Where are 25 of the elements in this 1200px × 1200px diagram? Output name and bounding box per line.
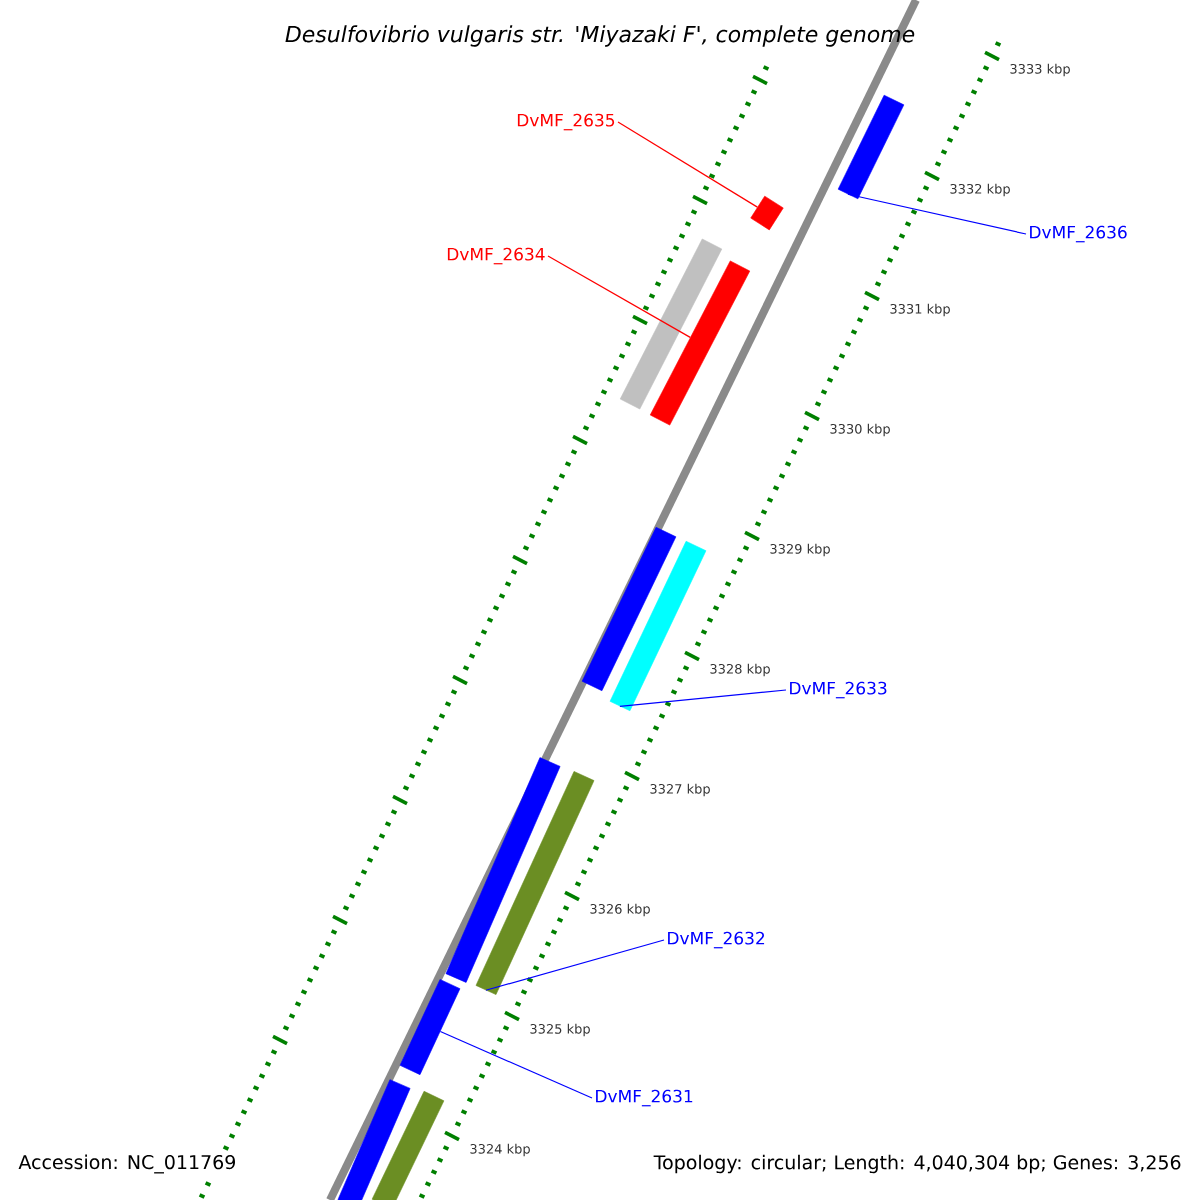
info-text: Accession: NC_011769 [16,1152,239,1176]
leader-line [485,939,665,991]
gene-label: DvMF_2635 [517,113,615,131]
info-text: Topology: circular; Length: 4,040,304 bp; Genes: 3,256 [651,1152,1184,1176]
gene-bar [399,979,461,1075]
gene-bar [337,1079,411,1200]
leader-line [547,255,691,338]
gene-bar [445,757,561,983]
gene-bar [649,260,751,426]
leader-line [847,193,1027,235]
gene-bar [750,195,784,231]
leader-line [617,121,758,208]
gene-bar [837,94,905,200]
leader-line [619,689,787,707]
gene-bar [581,527,677,692]
leader-line [439,1030,593,1099]
gene-bar [619,238,723,410]
gene-label: DvMF_2636 [1030,225,1127,243]
title: Desulfovibrio vulgaris str. 'Miyazaki F', complete genome [285,25,915,47]
gene-bar [609,540,707,712]
gene-label: DvMF_2634 [447,247,545,265]
gene-label: DvMF_2632 [668,931,765,949]
gene-label: DvMF_2633 [790,681,887,699]
gene-bar [371,1091,445,1200]
gene-label: DvMF_2631 [596,1089,693,1107]
